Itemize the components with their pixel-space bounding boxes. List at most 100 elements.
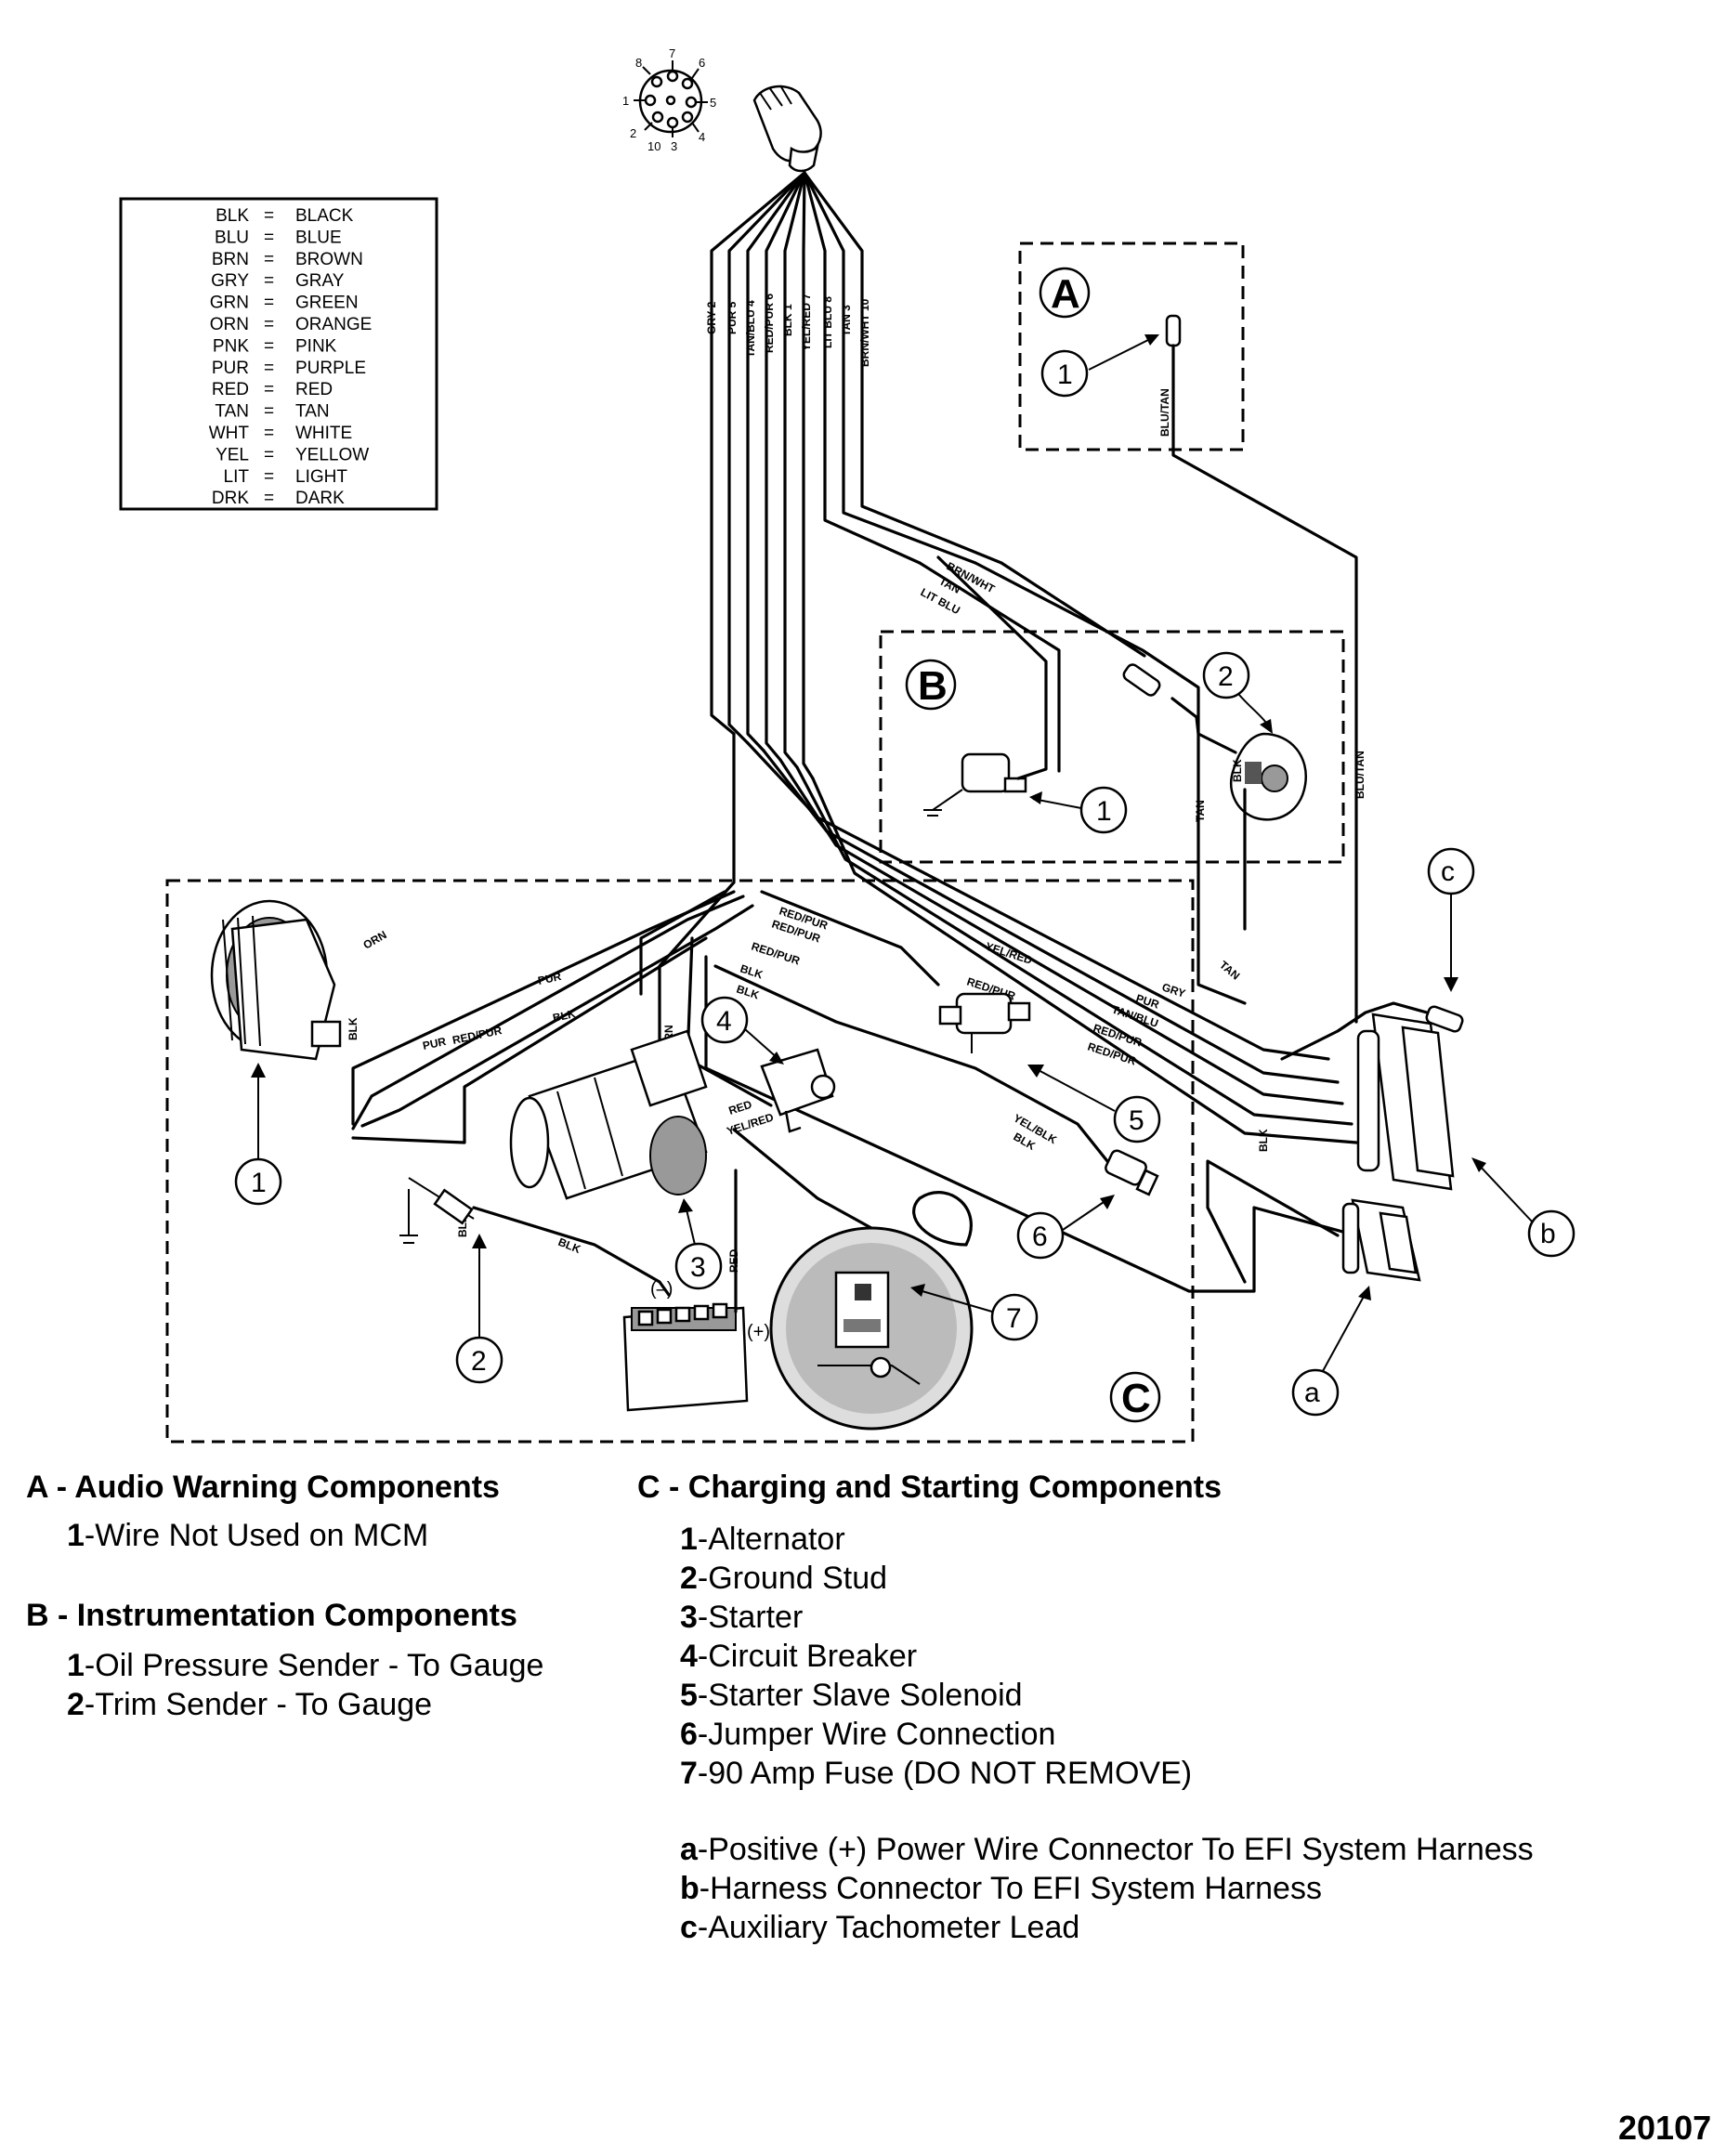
pin-label: 5	[710, 96, 716, 110]
harness-label: LIT BLU 8	[821, 296, 834, 348]
callout-c-4: 4	[716, 1006, 732, 1037]
wire-label-blk-alt: BLK	[347, 1017, 360, 1040]
box-letter-c: C	[1121, 1376, 1151, 1421]
ground-stud	[399, 1177, 475, 1244]
legend-abbr: ORN	[210, 315, 249, 334]
harness-label: BRN/WHT 10	[858, 298, 871, 367]
harness-label: GRY 2	[705, 301, 718, 334]
callout-b-letter: b	[1540, 1219, 1556, 1249]
wire-label-red-pur-4: RED/PUR	[750, 940, 802, 968]
legend-abbr: BRN	[212, 250, 249, 269]
harness-label: BLK 1	[781, 304, 794, 336]
battery-neg-label: (–)	[650, 1279, 673, 1300]
pin-label: 4	[699, 130, 705, 144]
harness-label: TAN 3	[840, 305, 853, 336]
wire-label-blk-trim: BLK	[1231, 759, 1244, 782]
harness-label: TAN/BLU 4	[744, 300, 757, 358]
harness-plug	[752, 85, 822, 173]
legend-color-name: LIGHT	[295, 467, 347, 487]
wire-label-red: RED	[727, 1098, 754, 1117]
harness-plug-pinout: 8 7 6 1 5 2 10 3 4	[622, 46, 716, 153]
wire-label-blu-tan: BLU/TAN	[1158, 388, 1171, 437]
legend-equals: =	[264, 294, 274, 313]
box-letter-b: B	[918, 663, 948, 709]
legend-abbr: LIT	[224, 467, 250, 487]
box-letter-a: A	[1051, 271, 1080, 317]
legend-equals: =	[264, 206, 274, 226]
battery: (–) (+)	[622, 1169, 770, 1412]
legend-equals: =	[264, 250, 274, 269]
callout-c-1: 1	[251, 1168, 267, 1198]
legend-equals: =	[264, 315, 274, 334]
lower-harness	[351, 732, 1358, 1293]
battery-pos-label: (+)	[747, 1322, 770, 1342]
legend-abbr: BLK	[216, 206, 249, 226]
wire-label-red-pur: RED/PUR	[451, 1024, 503, 1047]
wire-label-blu-tan-2: BLU/TAN	[1353, 751, 1366, 799]
wire-label-red-2: RED	[727, 1248, 740, 1273]
pin-label: 6	[699, 56, 705, 70]
legend-abbr: TAN	[215, 402, 249, 422]
box-c-charging-starting: C	[165, 879, 1195, 1444]
wire-label-tan-3: TAN	[1217, 959, 1242, 983]
pin-label: 2	[630, 126, 636, 140]
harness-wire-labels: GRY 2 PUR 5 TAN/BLU 4 RED/PUR 6 BLK 1 YE…	[705, 294, 871, 367]
legend-equals: =	[264, 336, 274, 356]
legend-equals: =	[264, 402, 274, 422]
legend-color-name: WHITE	[295, 424, 352, 443]
legend-equals: =	[264, 489, 274, 508]
wire-label-pur-2: PUR	[422, 1035, 448, 1052]
pin-label: 1	[622, 94, 629, 108]
legend-color-name: ORANGE	[295, 315, 372, 334]
box-a-audio-warning: A 1 BLU/TAN BLU/TAN	[1018, 242, 1366, 1024]
legend-abbr: PNK	[213, 336, 249, 356]
callout-a-1: 1	[1057, 359, 1073, 390]
legend-color-name: BROWN	[295, 250, 363, 269]
starter	[509, 1029, 708, 1200]
legend-equals: =	[264, 445, 274, 464]
legend-equals: =	[264, 467, 274, 487]
legend-abbr: BLU	[215, 228, 249, 247]
legend-color-name: GREEN	[295, 294, 359, 313]
callout-c-3: 3	[690, 1252, 706, 1283]
pin-label: 10	[647, 139, 660, 153]
trim-sender	[1229, 732, 1308, 821]
legend-abbr: RED	[212, 380, 249, 399]
fuse-inset	[732, 1128, 974, 1431]
legend-abbr: DRK	[212, 489, 249, 508]
callout-c-6: 6	[1032, 1222, 1048, 1252]
harness-label: RED/PUR 6	[763, 294, 776, 353]
harness-label: YEL/RED 7	[800, 294, 813, 351]
pin-label: 3	[671, 139, 677, 153]
callout-c-5: 5	[1129, 1105, 1144, 1136]
legend-color-name: BLUE	[295, 228, 342, 247]
color-legend: BLK=BLACKBLU=BLUEBRN=BROWNGRY=GRAYGRN=GR…	[119, 197, 438, 511]
callout-c-7: 7	[1006, 1303, 1022, 1334]
efi-power-connector-a	[1206, 1159, 1421, 1284]
wire-label-tan-2: TAN	[1194, 800, 1207, 822]
harness-trunk	[710, 171, 1003, 780]
legend-equals: =	[264, 359, 274, 378]
harness-label: PUR 5	[726, 301, 739, 334]
legend-abbr: GRN	[210, 294, 249, 313]
legend-equals: =	[264, 424, 274, 443]
callout-b-2: 2	[1218, 661, 1234, 692]
box-b-instrumentation: B 1 2 BLK	[879, 555, 1345, 931]
wire-label-orn: ORN	[361, 928, 389, 951]
legend-color-name: TAN	[295, 402, 330, 422]
legend-equals: =	[264, 228, 274, 247]
pin-label: 7	[669, 46, 675, 60]
pin-label: 8	[635, 56, 642, 70]
wire-label-pur: PUR	[537, 970, 563, 987]
wire-label-blk-4: BLK	[1257, 1129, 1270, 1152]
legend-color-name: RED	[295, 380, 333, 399]
callout-c-2: 2	[471, 1346, 487, 1377]
legend-abbr: GRY	[211, 271, 249, 291]
wire-label-blk: BLK	[552, 1007, 577, 1025]
legend-color-name: GRAY	[295, 271, 345, 291]
legend-color-name: PINK	[295, 336, 337, 356]
legend-color-name: DARK	[295, 489, 345, 508]
callout-a-letter: a	[1304, 1378, 1320, 1408]
legend-color-name: PURPLE	[295, 359, 366, 378]
circuit-breaker	[760, 1048, 836, 1133]
